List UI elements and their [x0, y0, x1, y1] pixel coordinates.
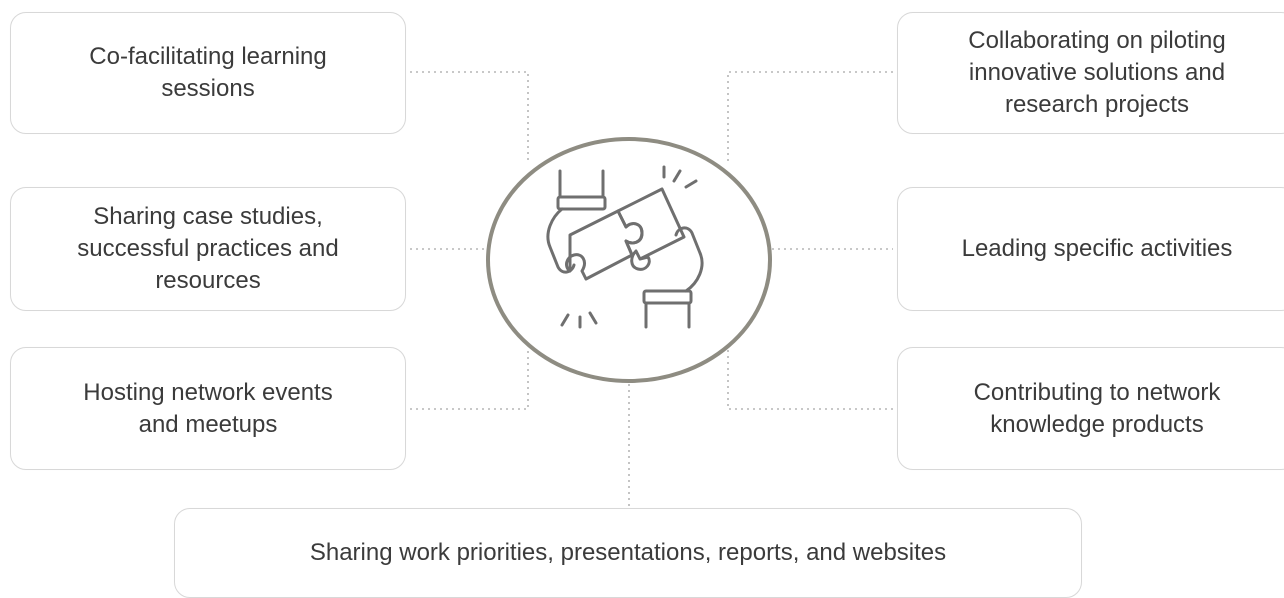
item-text-bottom-right: Contributing to network knowledge produc…	[973, 378, 1221, 438]
item-text-top-right: Collaborating on piloting innovative sol…	[968, 27, 1226, 118]
collaboration-diagram: Co-facilitating learning sessions Sharin…	[10, 12, 1284, 598]
item-box-bottom-right: Contributing to network knowledge produc…	[897, 347, 1284, 470]
item-text-middle-right: Leading specific activities	[961, 235, 1233, 262]
item-box-bottom-left: Hosting network events and meetups	[10, 347, 406, 470]
item-box-middle-left: Sharing case studies, successful practic…	[10, 187, 406, 311]
connector-top-right	[727, 71, 893, 162]
connector-lines	[410, 71, 893, 506]
item-text-bottom: Sharing work priorities, presentations, …	[309, 539, 947, 566]
item-text-middle-left: Sharing case studies, successful practic…	[77, 203, 339, 294]
item-box-top-right: Collaborating on piloting innovative sol…	[897, 12, 1284, 134]
connector-bottom-left	[410, 350, 529, 410]
item-text-bottom-left: Hosting network events and meetups	[83, 378, 333, 438]
item-box-middle-right: Leading specific activities	[897, 187, 1284, 311]
hub-circle	[486, 137, 772, 383]
connector-bottom-right	[727, 350, 893, 410]
central-hub	[486, 137, 772, 383]
puzzle-handshake-icon	[546, 165, 704, 329]
item-box-bottom: Sharing work priorities, presentations, …	[174, 508, 1082, 598]
item-box-top-left: Co-facilitating learning sessions	[10, 12, 406, 134]
item-text-top-left: Co-facilitating learning sessions	[89, 43, 327, 102]
